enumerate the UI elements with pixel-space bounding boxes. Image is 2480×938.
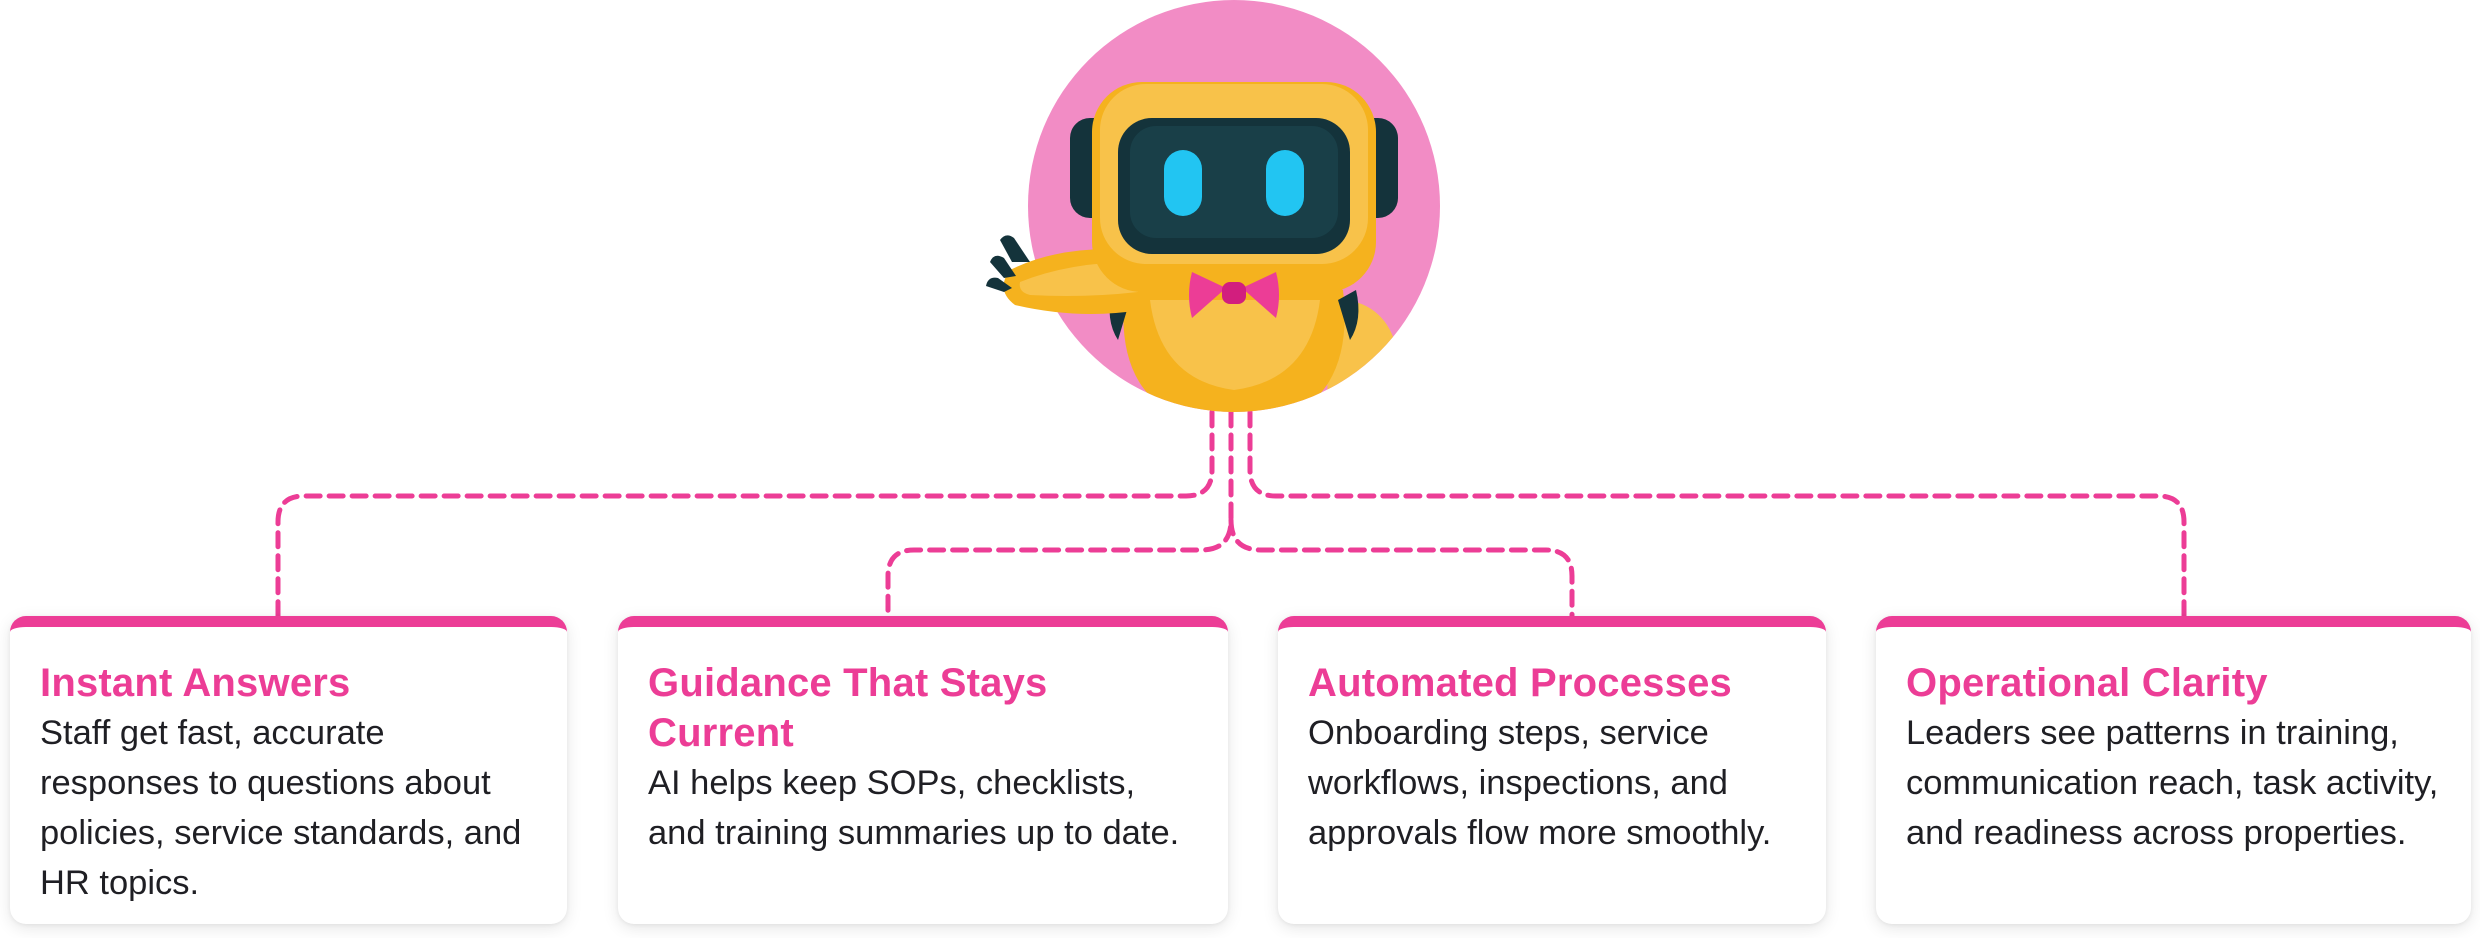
card-automated-processes: Automated Processes Onboarding steps, se…: [1278, 616, 1826, 924]
card-title: Guidance That Stays Current: [648, 661, 1048, 755]
bow-tie-icon: [1189, 272, 1279, 318]
card-body: Leaders see patterns in training, commun…: [1906, 714, 2439, 852]
card-guidance: Guidance That Stays Current AI helps kee…: [618, 616, 1228, 924]
card-instant-answers: Instant Answers Staff get fast, accurate…: [10, 616, 567, 924]
connector-instant-answers: [275, 409, 1215, 619]
card-body: Onboarding steps, service workflows, ins…: [1308, 714, 1772, 852]
card-operational-clarity: Operational Clarity Leaders see patterns…: [1876, 616, 2471, 924]
robot-eye-right: [1266, 150, 1304, 216]
connector-automated: [1228, 517, 1575, 619]
card-title: Operational Clarity: [1906, 661, 2268, 705]
connector-guidance: [885, 409, 1234, 619]
connector-operational: [1247, 409, 2187, 619]
card-title: Automated Processes: [1308, 661, 1732, 705]
card-body: AI helps keep SOPs, checklists, and trai…: [648, 764, 1180, 852]
robot-mascot-icon: [986, 0, 1440, 412]
card-title: Instant Answers: [40, 661, 351, 705]
robot-eye-left: [1164, 150, 1202, 216]
card-body: Staff get fast, accurate responses to qu…: [40, 714, 522, 902]
